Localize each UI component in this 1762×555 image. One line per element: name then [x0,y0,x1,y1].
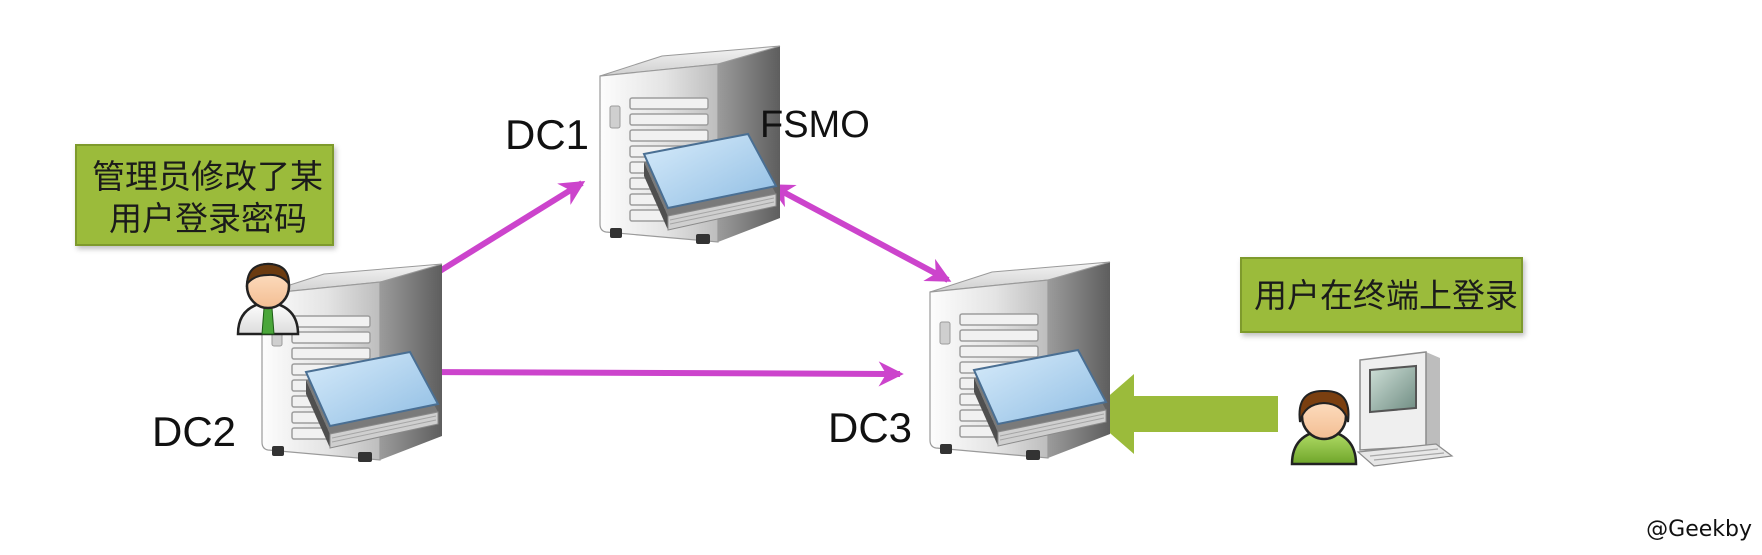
arrow-dc1-dc3 [768,183,952,283]
admin-note-line-2: 用户登录密码 [109,199,307,238]
dc1-label: DC1 [505,111,590,158]
admin-user-icon [236,262,300,336]
user-login-note: 用户在终端上登录 [1240,257,1523,333]
admin-note-line-1: 管理员修改了某 [92,157,323,196]
dc2-label: DC2 [152,408,237,455]
login-note-line-1: 用户在终端上登录 [1254,276,1518,315]
server-dc1-icon [599,45,781,245]
terminal-computer-icon [1356,351,1454,467]
login-arrow [1088,374,1278,454]
fsmo-label: FSMO [760,104,870,146]
server-dc3-icon [929,261,1111,461]
terminal-user-icon [1290,389,1358,466]
arrow-dc2-dc3 [414,359,904,387]
admin-change-note: 管理员修改了某 用户登录密码 [75,144,334,246]
dc3-label: DC3 [828,404,913,451]
watermark-text: @Geekby [1646,517,1752,542]
